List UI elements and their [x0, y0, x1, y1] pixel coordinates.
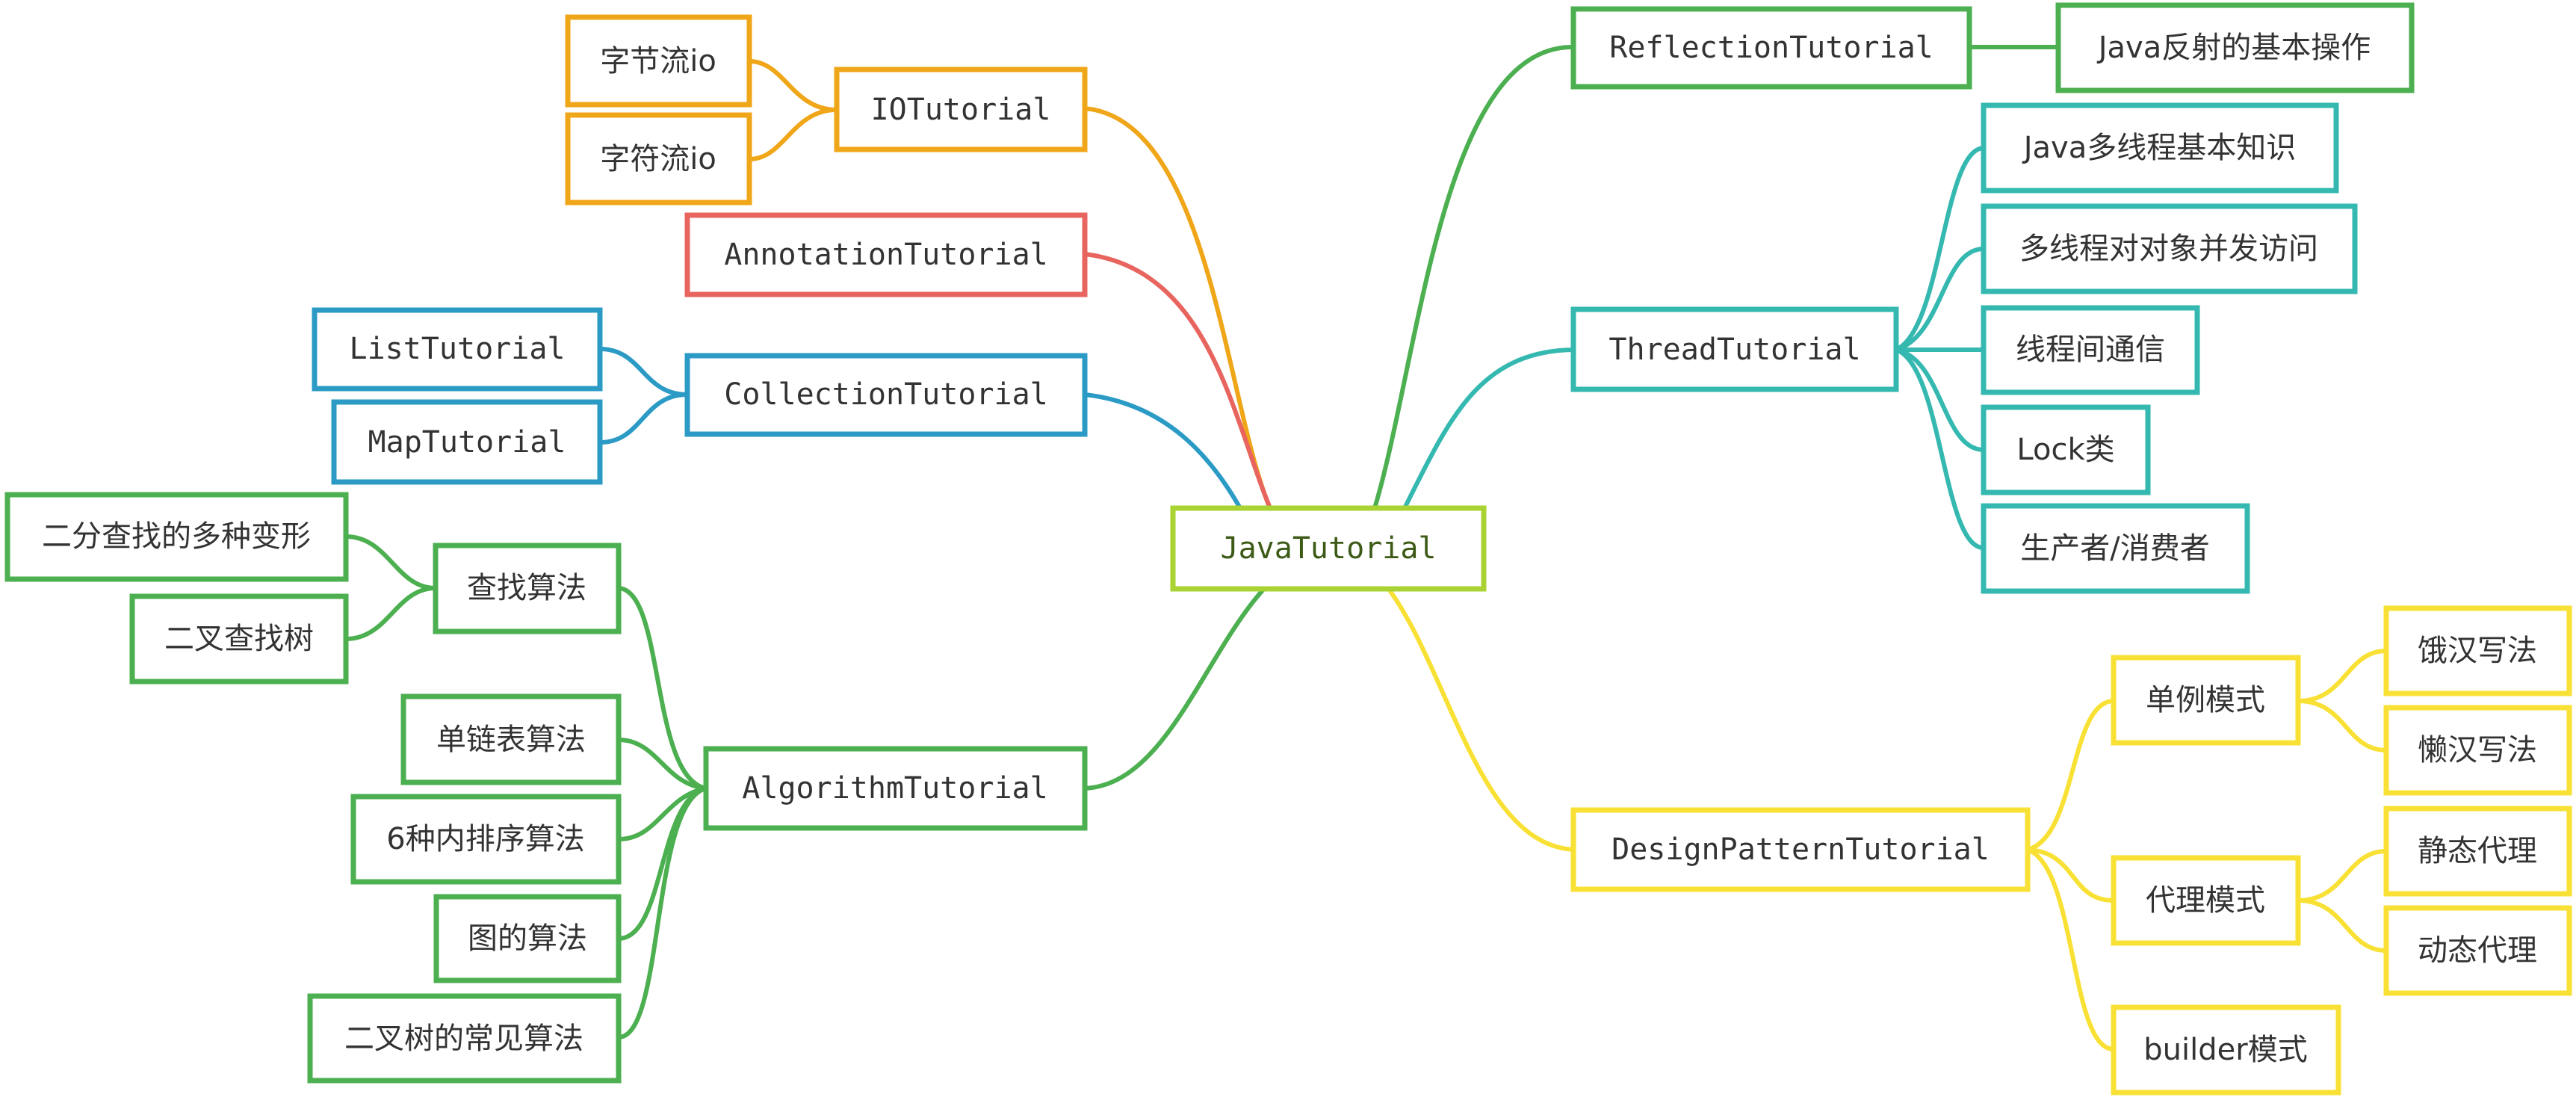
node-io[interactable]: IOTutorial	[834, 67, 1088, 152]
node-reflection-child-0-label: Java反射的基本操作	[2096, 31, 2371, 65]
node-proxy[interactable]: 代理模式	[2111, 855, 2301, 946]
link-thread-child-0	[1894, 146, 1986, 352]
node-singleton-child-0-label: 饿汉写法	[2418, 634, 2537, 668]
node-root-label: JavaTutorial	[1221, 531, 1437, 566]
node-algorithm-child-3[interactable]: 二叉树的常见算法	[307, 993, 622, 1084]
link-collection-child-0	[598, 347, 690, 397]
node-reflection[interactable]: ReflectionTutorial	[1570, 6, 1972, 90]
node-builder[interactable]: builder模式	[2111, 1004, 2341, 1096]
node-thread-child-2-label: 线程间通信	[2016, 333, 2165, 367]
link-io-child-0	[747, 59, 839, 112]
node-singleton-child-1[interactable]: 懒汉写法	[2383, 705, 2572, 796]
connectors	[344, 44, 2388, 1051]
node-thread-child-2[interactable]: 线程间通信	[1981, 305, 2200, 395]
node-annotation[interactable]: AnnotationTutorial	[684, 212, 1088, 297]
node-thread-child-0-label: Java多线程基本知识	[2022, 131, 2297, 165]
node-proxy-child-0[interactable]: 静态代理	[2383, 806, 2572, 897]
node-singleton-child-0[interactable]: 饿汉写法	[2383, 605, 2572, 696]
node-collection-label: CollectionTutorial	[724, 377, 1047, 412]
link-design-singleton	[2025, 699, 2116, 852]
link-collection-child-1	[598, 392, 690, 445]
node-root[interactable]: JavaTutorial	[1170, 505, 1487, 592]
link-thread-child-3	[1894, 347, 1986, 452]
node-design-label: DesignPatternTutorial	[1611, 832, 1990, 867]
link-algorithm-child-2	[616, 786, 708, 941]
node-thread-child-3[interactable]: Lock类	[1981, 404, 2151, 495]
link-search-child-0	[344, 534, 438, 590]
node-thread-child-0[interactable]: Java多线程基本知识	[1981, 102, 2339, 194]
link-thread-child-1	[1894, 247, 1986, 352]
node-search-child-1[interactable]: 二叉查找树	[129, 593, 349, 685]
link-proxy-child-0	[2296, 849, 2388, 903]
link-root-annotation	[1083, 252, 1272, 510]
link-root-collection	[1083, 392, 1242, 510]
node-algorithm-child-2[interactable]: 图的算法	[433, 894, 622, 983]
node-algorithm-child-3-label: 二叉树的常见算法	[344, 1022, 583, 1056]
link-design-proxy	[2025, 847, 2116, 903]
node-singleton-child-1-label: 懒汉写法	[2418, 733, 2537, 767]
node-proxy-child-1[interactable]: 动态代理	[2383, 905, 2572, 996]
link-root-io	[1083, 106, 1272, 510]
node-io-label: IOTutorial	[871, 93, 1051, 127]
node-algorithm-child-1-label: 6种内排序算法	[386, 822, 584, 856]
node-thread-label: ThreadTutorial	[1609, 333, 1860, 367]
node-io-child-1[interactable]: 字符流io	[565, 112, 752, 206]
node-collection[interactable]: CollectionTutorial	[684, 353, 1088, 437]
node-thread-child-1-label: 多线程对对象并发访问	[2019, 232, 2318, 266]
node-thread[interactable]: ThreadTutorial	[1570, 306, 1899, 392]
link-root-design	[1387, 588, 1576, 852]
node-search[interactable]: 查找算法	[433, 543, 622, 634]
link-root-algorithm	[1083, 588, 1265, 791]
node-search-child-1-label: 二叉查找树	[164, 622, 314, 656]
node-thread-child-4[interactable]: 生产者/消费者	[1981, 503, 2250, 594]
node-collection-child-1[interactable]: MapTutorial	[331, 399, 603, 485]
node-collection-child-1-label: MapTutorial	[368, 425, 566, 460]
link-root-thread	[1402, 347, 1576, 510]
node-reflection-label: ReflectionTutorial	[1609, 31, 1933, 65]
node-singleton-label: 单例模式	[2146, 683, 2265, 717]
link-thread-child-4	[1894, 347, 1986, 550]
node-io-child-0-label: 字节流io	[600, 44, 716, 78]
node-collection-child-0[interactable]: ListTutorial	[312, 307, 603, 392]
link-algorithm-child-0	[616, 738, 708, 791]
node-thread-child-1[interactable]: 多线程对对象并发访问	[1981, 203, 2358, 294]
node-io-child-0[interactable]: 字节流io	[565, 14, 752, 108]
link-proxy-child-1	[2296, 898, 2388, 953]
node-algorithm-child-2-label: 图的算法	[468, 921, 587, 956]
node-algorithm-child-1[interactable]: 6种内排序算法	[350, 794, 622, 885]
node-algorithm[interactable]: AlgorithmTutorial	[703, 746, 1088, 831]
node-search-label: 查找算法	[467, 571, 586, 605]
node-reflection-child-0[interactable]: Java反射的基本操作	[2055, 2, 2415, 93]
link-io-child-1	[747, 108, 839, 161]
link-singleton-child-0	[2296, 649, 2388, 703]
link-root-reflection	[1372, 44, 1576, 510]
link-search-child-1	[344, 586, 438, 641]
node-annotation-label: AnnotationTutorial	[724, 238, 1047, 272]
node-proxy-child-0-label: 静态代理	[2418, 834, 2537, 868]
node-algorithm-child-0-label: 单链表算法	[436, 723, 586, 757]
node-thread-child-3-label: Lock类	[2016, 433, 2114, 467]
node-io-child-1-label: 字符流io	[600, 142, 716, 176]
node-search-child-0-label: 二分查找的多种变形	[42, 519, 311, 554]
node-algorithm-label: AlgorithmTutorial	[742, 771, 1047, 806]
node-search-child-0[interactable]: 二分查找的多种变形	[4, 492, 349, 582]
node-design[interactable]: DesignPatternTutorial	[1570, 807, 2031, 892]
node-singleton[interactable]: 单例模式	[2111, 655, 2301, 746]
node-algorithm-child-0[interactable]: 单链表算法	[400, 693, 622, 785]
link-design-builder	[2025, 847, 2116, 1051]
link-algorithm-child-3	[616, 786, 708, 1039]
node-builder-label: builder模式	[2143, 1033, 2307, 1067]
link-singleton-child-1	[2296, 699, 2388, 753]
node-proxy-child-1-label: 动态代理	[2418, 933, 2537, 968]
node-collection-child-0-label: ListTutorial	[350, 332, 566, 366]
node-proxy-label: 代理模式	[2146, 883, 2265, 918]
link-algorithm-search	[616, 586, 708, 791]
node-thread-child-4-label: 生产者/消费者	[2020, 531, 2209, 566]
